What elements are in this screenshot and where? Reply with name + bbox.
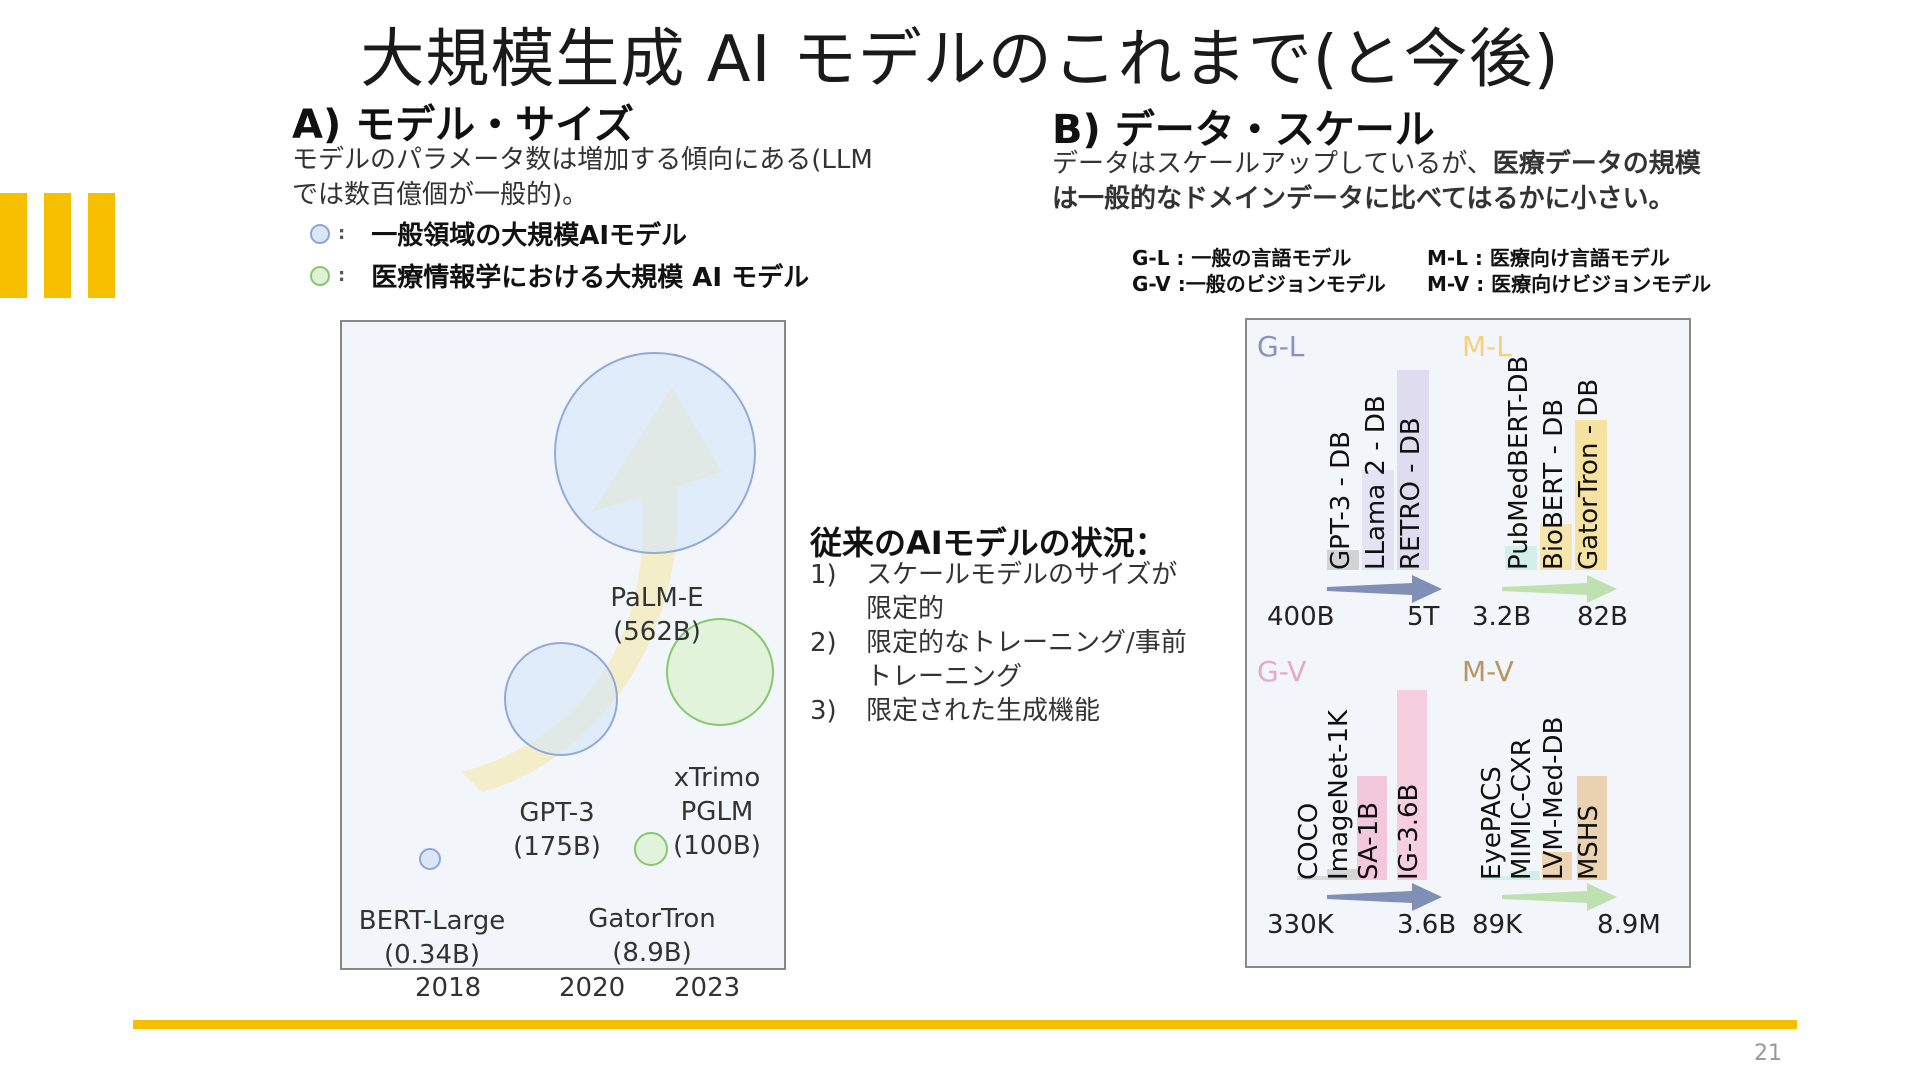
model-label-xtrimo: xTrimo PGLM(100B)	[673, 763, 761, 861]
legend-medical: : 医療情報学における大規模 AI モデル	[310, 257, 809, 294]
model-size-panel: PaLM-E(562B) GPT-3(175B) xTrimo PGLM(100…	[340, 320, 786, 970]
dataset-bar	[1397, 690, 1427, 880]
section-b-desc-bold: 医療データの規模	[1492, 149, 1701, 179]
legend-general-label: 一般領域の大規模AIモデル	[371, 221, 687, 251]
medical-dot-icon	[310, 265, 330, 286]
scale-min-label: 330K	[1267, 910, 1334, 940]
scale-min-label: 89K	[1472, 910, 1523, 940]
bubble-palm-e	[554, 352, 756, 554]
model-label-gpt-3: GPT-3(175B)	[513, 798, 601, 862]
dataset-bar	[1397, 370, 1429, 570]
dataset-bar	[1480, 876, 1510, 880]
conventional-ai-list: 1)スケールモデルのサイズが 限定的 2)限定的なトレーニング/事前 トレーニン…	[810, 558, 1230, 728]
section-a-desc: モデルのパラメータ数は増加する傾向にある(LLM では数百億個が一般的)。	[292, 143, 1012, 213]
dataset-bar	[1575, 420, 1607, 570]
scale-min-label: 400B	[1267, 602, 1335, 632]
dataset-bar	[1577, 775, 1607, 880]
dataset-label: EyePACS	[1477, 766, 1507, 880]
list-item: 1)スケールモデルのサイズが 限定的	[810, 560, 1178, 624]
dataset-bar	[1540, 524, 1572, 570]
dataset-label: COCO	[1294, 802, 1324, 880]
scale-min-label: 3.2B	[1472, 602, 1532, 632]
deco-bar-2	[44, 193, 71, 298]
general-dot-icon	[310, 223, 330, 244]
section-a-desc-line2: では数百億個が一般的)。	[292, 180, 589, 210]
dataset-label: MSHS	[1574, 805, 1604, 880]
bubble-xtrimo	[666, 618, 774, 726]
deco-bar-3	[88, 193, 115, 298]
scale-max-label: 8.9M	[1597, 910, 1661, 940]
dataset-label: ImageNet-1K	[1324, 709, 1354, 880]
model-label-bert-large: BERT-Large(0.34B)	[358, 906, 506, 970]
dataset-label: MIMIC-CXR	[1507, 738, 1537, 880]
legend-colon: :	[338, 223, 346, 244]
section-b-heading: B) データ・スケール	[1052, 107, 1435, 153]
model-label-gatortron: GatorTron(8.9B)	[588, 904, 716, 968]
dataset-label: LVM-Med-DB	[1539, 716, 1569, 880]
bubble-gatortron	[634, 832, 668, 866]
group-code-label: G-L	[1257, 330, 1305, 363]
key-g-v: G-V :一般のビジョンモデル	[1132, 272, 1386, 296]
year-2020: 2020	[559, 973, 626, 1003]
key-m-l: M-L : 医療向け言語モデル	[1427, 246, 1670, 270]
slide-title: 大規模生成 AI モデルのこれまで(と今後)	[360, 23, 1560, 97]
dataset-bar	[1542, 851, 1572, 880]
bubble-gpt-3	[504, 642, 618, 756]
dataset-bar	[1357, 775, 1387, 880]
dataset-label: IG-3.6B	[1394, 783, 1424, 880]
legend-general: : 一般領域の大規模AIモデル	[310, 215, 687, 252]
dataset-bar	[1510, 870, 1540, 880]
dataset-label: SA-1B	[1354, 802, 1384, 880]
group-code-label: M-L	[1462, 330, 1512, 363]
footer-line	[133, 1020, 1797, 1029]
list-item: 3)限定された生成機能	[810, 696, 1101, 726]
legend-medical-label: 医療情報学における大規模 AI モデル	[371, 263, 810, 293]
dataset-bar	[1297, 876, 1327, 880]
group-code-label: M-V	[1462, 655, 1514, 688]
conventional-ai-heading: 従来のAIモデルの状況：	[810, 524, 1167, 562]
group-code-label: G-V	[1257, 655, 1307, 688]
section-b-desc-normal: データはスケールアップしているが、	[1052, 149, 1493, 179]
scale-arrow-icon	[1502, 575, 1617, 603]
scale-max-label: 5T	[1407, 602, 1440, 632]
bubble-bert-large	[419, 848, 441, 870]
key-g-l: G-L : 一般の言語モデル	[1132, 246, 1352, 270]
scale-max-label: 82B	[1577, 602, 1628, 632]
dataset-bar	[1505, 546, 1537, 570]
model-label-palm-e: PaLM-E(562B)	[610, 583, 704, 647]
key-m-v: M-V : 医療向けビジョンモデル	[1427, 272, 1712, 296]
dataset-bar	[1362, 470, 1394, 570]
legend-colon: :	[338, 265, 346, 286]
scale-arrow-icon	[1327, 883, 1442, 911]
scale-arrow-icon	[1502, 883, 1617, 911]
dataset-bar	[1327, 550, 1359, 570]
section-a-heading: A) モデル・サイズ	[292, 102, 634, 148]
scale-max-label: 3.6B	[1397, 910, 1457, 940]
section-b-desc-bold-2: は一般的なドメインデータに比べてはるかに小さい。	[1052, 184, 1675, 214]
scale-arrow-icon	[1327, 575, 1442, 603]
list-item: 2)限定的なトレーニング/事前 トレーニング	[810, 628, 1187, 692]
year-2018: 2018	[415, 973, 482, 1003]
year-2023: 2023	[674, 973, 741, 1003]
page-number: 21	[1754, 1041, 1782, 1066]
section-b-desc: データはスケールアップしているが、医療データの規模 は一般的なドメインデータに比…	[1052, 147, 1812, 217]
section-a-desc-line1: モデルのパラメータ数は増加する傾向にある(LLM	[292, 145, 873, 175]
deco-bar-1	[0, 193, 27, 298]
dataset-bar	[1327, 868, 1357, 880]
